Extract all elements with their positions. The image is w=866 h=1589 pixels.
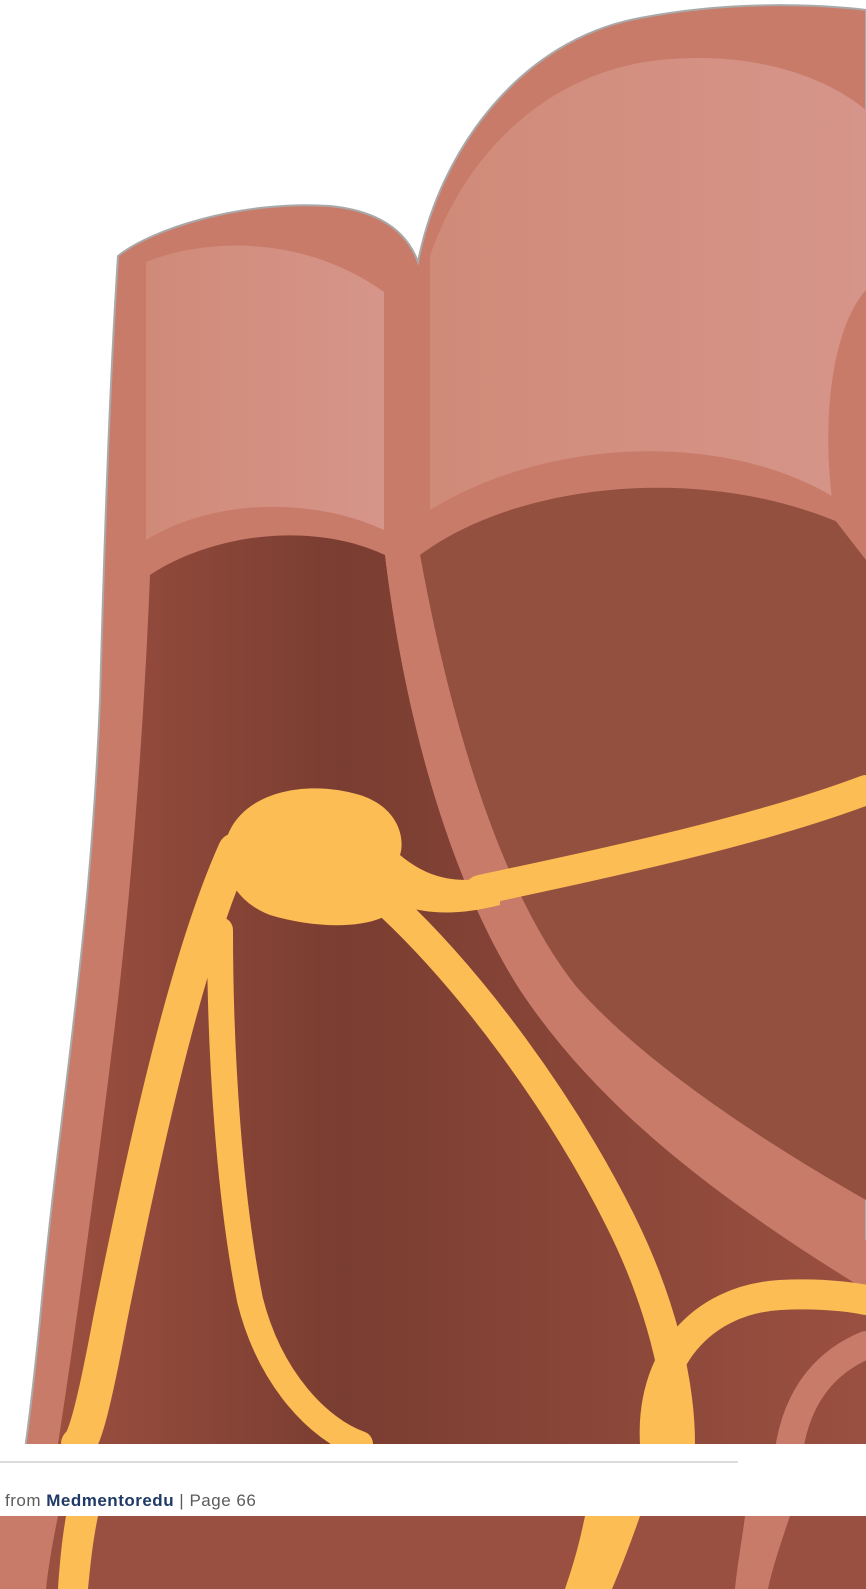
footer-prefix: from	[5, 1491, 46, 1510]
left-atrium-face	[146, 246, 384, 540]
footer-page-number: | Page 66	[174, 1491, 256, 1510]
footer-brand-link[interactable]: Medmentoredu	[46, 1491, 174, 1510]
footer-divider	[0, 1461, 738, 1463]
footer-attribution: from Medmentoredu | Page 66	[5, 1491, 256, 1511]
illustration-continuation	[0, 1516, 866, 1589]
